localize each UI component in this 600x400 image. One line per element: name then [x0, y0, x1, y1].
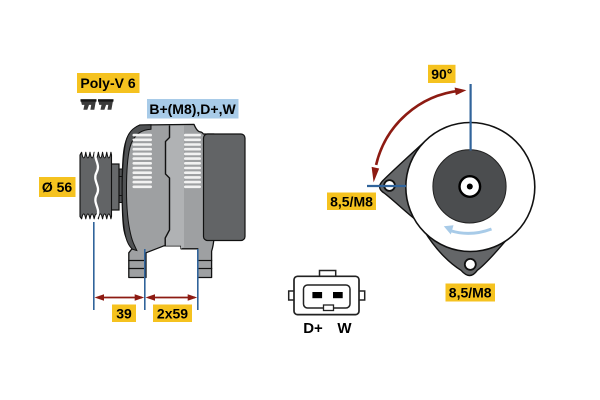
svg-text:Ø 56: Ø 56	[42, 179, 73, 195]
svg-text:8,5/M8: 8,5/M8	[330, 194, 373, 210]
svg-text:90°: 90°	[431, 66, 452, 82]
svg-text:2x59: 2x59	[157, 306, 188, 322]
svg-text:B+(M8),D+,W: B+(M8),D+,W	[149, 101, 236, 117]
svg-text:Poly-V 6: Poly-V 6	[80, 75, 135, 91]
svg-text:W: W	[337, 320, 352, 337]
svg-text:D+: D+	[303, 320, 323, 337]
svg-text:39: 39	[116, 306, 132, 322]
svg-text:8,5/M8: 8,5/M8	[449, 285, 492, 301]
